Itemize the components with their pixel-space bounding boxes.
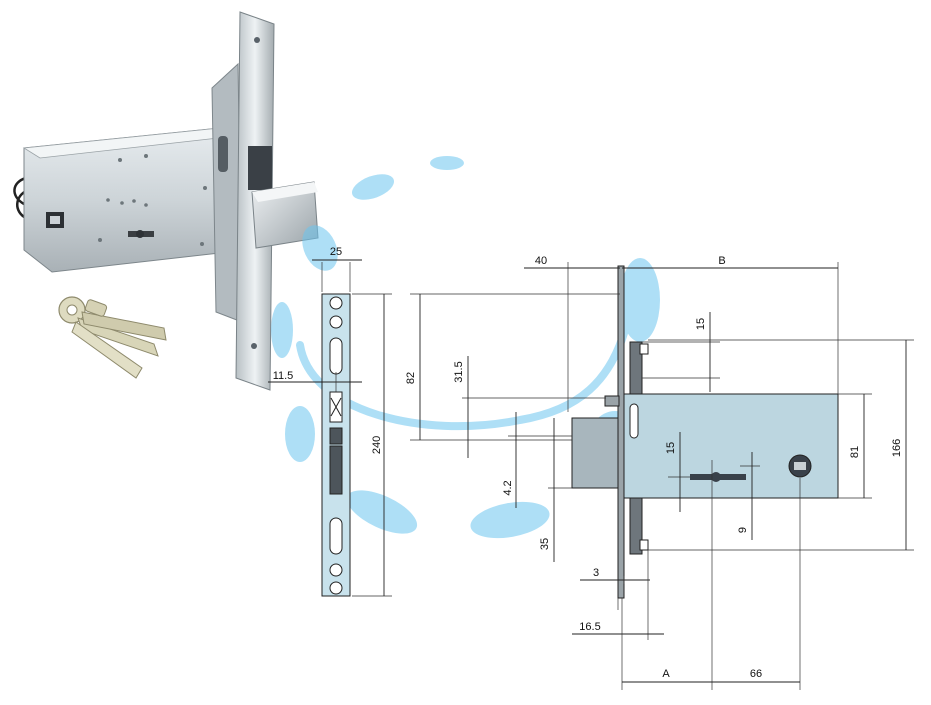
dim-A: A — [662, 668, 670, 680]
dim-faceplate-length: 240 — [371, 436, 383, 454]
dim-3: 3 — [593, 567, 599, 579]
dim-40: 40 — [535, 255, 547, 267]
dim-82: 82 — [405, 372, 417, 384]
dim-4-2: 4.2 — [502, 480, 514, 495]
dim-15-top: 15 — [695, 318, 707, 330]
dim-35: 35 — [539, 538, 551, 550]
dim-31-5: 31.5 — [453, 361, 465, 382]
dim-B: B — [718, 255, 725, 267]
dim-faceplate-width: 25 — [330, 246, 342, 258]
dim-15-mid: 15 — [665, 442, 677, 454]
dim-16-5: 16.5 — [579, 621, 600, 633]
faceplate-drawing: 25 11.5 240 — [268, 246, 392, 597]
dim-9: 9 — [737, 527, 749, 533]
dim-66: 66 — [750, 668, 762, 680]
lock-body-drawing: 40 B 82 31.5 4.2 35 15 15 9 — [405, 255, 914, 690]
dim-81: 81 — [849, 446, 861, 458]
dim-166: 166 — [891, 439, 903, 457]
lock-photo — [13, 11, 319, 391]
dim-faceplate-offset: 11.5 — [273, 370, 294, 382]
